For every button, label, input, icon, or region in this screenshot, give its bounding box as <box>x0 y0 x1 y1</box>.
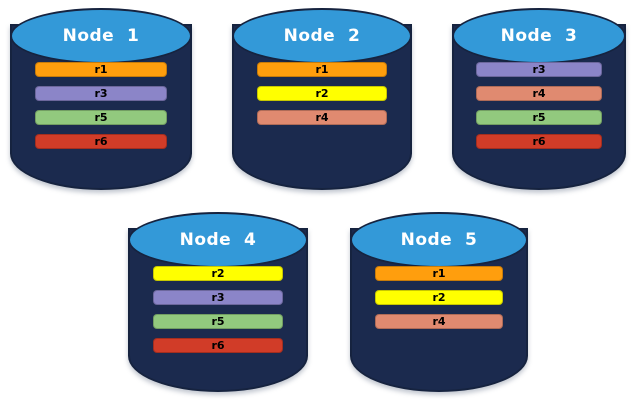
cylinder-top-lid <box>232 8 412 64</box>
replica-list: r3 r4 r5 r6 <box>452 62 626 149</box>
node-title: Node 3 <box>500 26 578 46</box>
cylinder-top-lid <box>350 212 528 268</box>
replica-label: r3 <box>211 291 225 304</box>
replica-label: r5 <box>532 111 546 124</box>
replica-list: r1 r2 r4 <box>232 62 412 125</box>
replica-bar[interactable]: r1 <box>35 62 167 77</box>
replica-label: r2 <box>315 87 329 100</box>
replica-label: r5 <box>94 111 108 124</box>
replica-label: r1 <box>315 63 329 76</box>
replica-bar[interactable]: r2 <box>153 266 283 281</box>
replica-label: r2 <box>432 291 446 304</box>
cylinder-top-lid <box>10 8 192 64</box>
node-3[interactable]: Node 3 r3 r4 r5 r6 <box>452 8 626 190</box>
replica-bar[interactable]: r6 <box>35 134 167 149</box>
node-4[interactable]: Node 4 r2 r3 r5 r6 <box>128 212 308 392</box>
cylinder-shape: Node 1 <box>10 8 192 190</box>
replica-bar[interactable]: r2 <box>257 86 387 101</box>
replica-bar[interactable]: r3 <box>476 62 602 77</box>
replica-label: r6 <box>532 135 546 148</box>
node-2[interactable]: Node 2 r1 r2 r4 <box>232 8 412 190</box>
replica-label: r4 <box>315 111 329 124</box>
node-5[interactable]: Node 5 r1 r2 r4 <box>350 212 528 392</box>
node-title: Node 5 <box>400 230 478 250</box>
replica-label: r6 <box>94 135 108 148</box>
replica-bar[interactable]: r4 <box>374 314 504 329</box>
replica-bar[interactable]: r1 <box>257 62 387 77</box>
replica-bar[interactable]: r6 <box>476 134 602 149</box>
replica-label: r6 <box>211 339 225 352</box>
replica-label: r2 <box>211 267 225 280</box>
node-title: Node 2 <box>283 26 361 46</box>
replica-bar[interactable]: r6 <box>153 338 283 353</box>
replica-list: r1 r2 r4 <box>350 266 528 329</box>
replica-bar[interactable]: r5 <box>35 110 167 125</box>
replica-bar[interactable]: r3 <box>35 86 167 101</box>
replica-bar[interactable]: r4 <box>476 86 602 101</box>
replica-list: r1 r3 r5 r6 <box>10 62 192 149</box>
node-title: Node 1 <box>62 26 140 46</box>
replica-bar[interactable]: r2 <box>374 290 504 305</box>
replica-bar[interactable]: r5 <box>153 314 283 329</box>
replica-bar[interactable]: r5 <box>476 110 602 125</box>
replica-label: r5 <box>211 315 225 328</box>
cylinder-shape: Node 3 <box>452 8 626 190</box>
replica-label: r3 <box>94 87 108 100</box>
cylinder-shape: Node 5 <box>350 212 528 392</box>
replica-label: r4 <box>532 87 546 100</box>
replica-label: r3 <box>532 63 546 76</box>
replica-list: r2 r3 r5 r6 <box>128 266 308 353</box>
replica-label: r1 <box>432 267 446 280</box>
node-1[interactable]: Node 1 r1 r3 r5 r6 <box>10 8 192 190</box>
replica-label: r4 <box>432 315 446 328</box>
replica-label: r1 <box>94 63 108 76</box>
cylinder-top-lid <box>128 212 308 268</box>
replica-bar[interactable]: r1 <box>374 266 504 281</box>
cylinder-shape: Node 4 <box>128 212 308 392</box>
node-title: Node 4 <box>179 230 257 250</box>
replica-bar[interactable]: r3 <box>153 290 283 305</box>
replica-bar[interactable]: r4 <box>257 110 387 125</box>
cylinder-shape: Node 2 <box>232 8 412 190</box>
